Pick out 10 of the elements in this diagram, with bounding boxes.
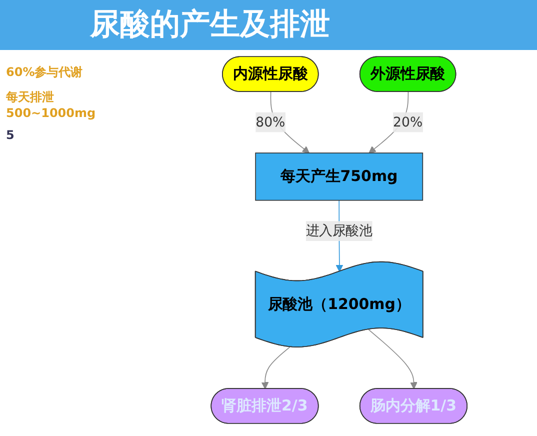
arrow bbox=[368, 329, 418, 390]
edge-label: 80% bbox=[256, 114, 286, 130]
slide-title: 尿酸的产生及排泄 bbox=[0, 0, 537, 50]
edge-label: 20% bbox=[393, 114, 423, 130]
node-box: 每天产生750mg bbox=[256, 152, 424, 201]
note-text: 每天排泄500~1000mg bbox=[6, 89, 97, 120]
page-number: 5 bbox=[6, 128, 16, 142]
edge-label: 进入尿酸池 bbox=[306, 222, 373, 239]
note-text: 60%参与代谢 bbox=[6, 64, 84, 81]
arrow bbox=[262, 346, 291, 390]
